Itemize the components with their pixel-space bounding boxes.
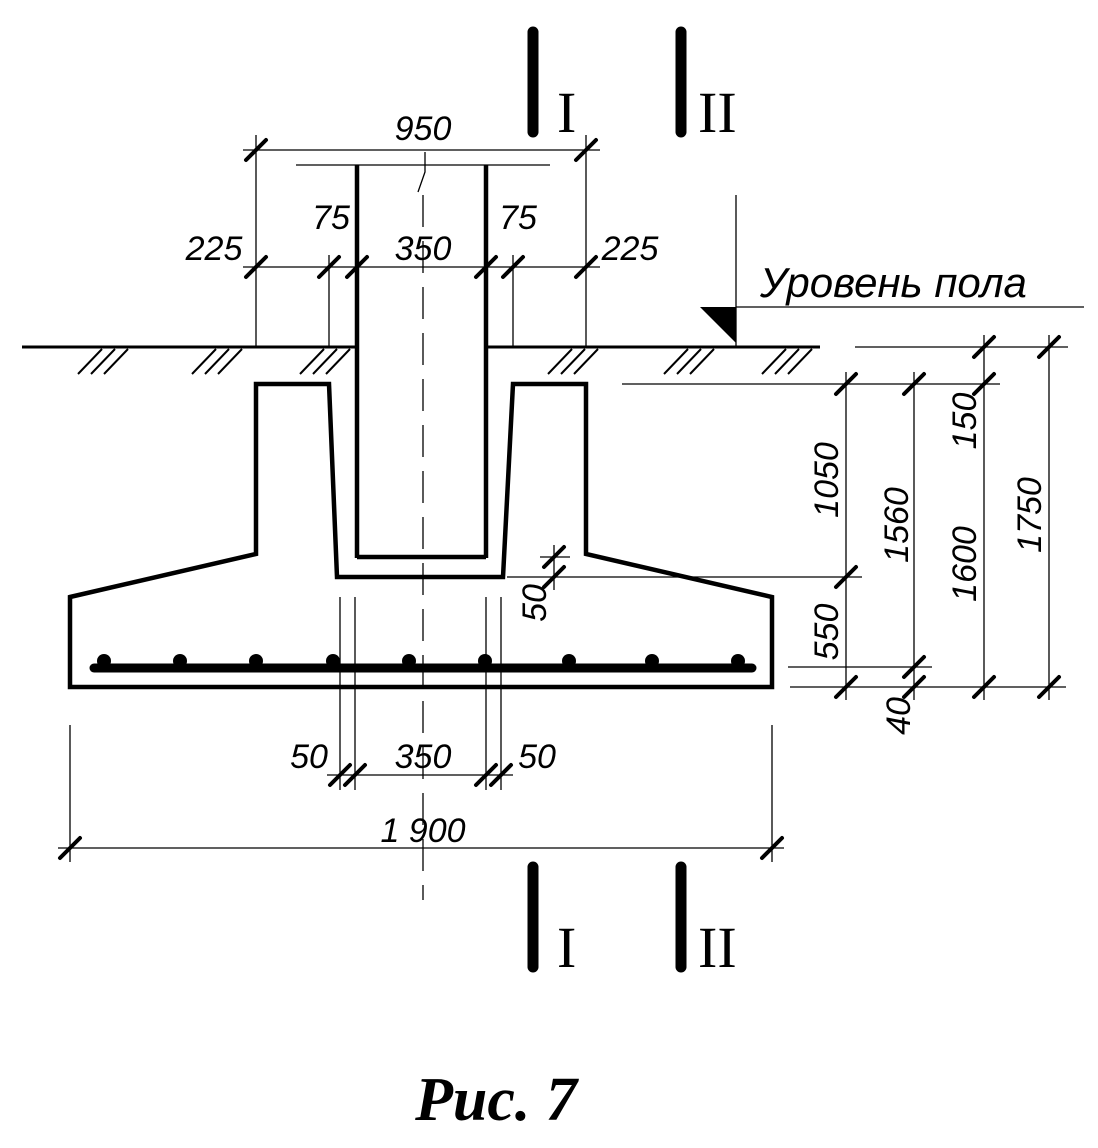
dimension-tick: [574, 138, 598, 162]
hatch-stroke: [325, 348, 351, 375]
column-break-symbol: [417, 152, 426, 193]
section-markers-top: I II: [527, 26, 737, 145]
rebar-dot: [326, 654, 340, 668]
hatch-stroke: [191, 348, 217, 375]
dim-550: 550: [808, 604, 846, 661]
dim-150: 150: [946, 393, 984, 450]
bottom-dimensions: 50 350 50 1 900: [58, 597, 784, 862]
rebar-dot: [562, 654, 576, 668]
dim-40: 40: [880, 697, 918, 735]
section-markers-bottom: I II: [527, 861, 737, 980]
dimension-tick: [1037, 335, 1061, 359]
dimension-tick: [902, 675, 926, 699]
dim-1050: 1050: [808, 442, 846, 518]
dimension-tick: [542, 565, 566, 589]
dimension-tick: [317, 255, 341, 279]
dim-1750: 1750: [1011, 477, 1049, 553]
dimension-tick: [58, 836, 82, 860]
dim-50-bottom-left: 50: [290, 738, 328, 776]
dimension-tick: [489, 763, 513, 787]
ground: [22, 345, 820, 375]
rebar-dot: [173, 654, 187, 668]
dimension-tick: [972, 335, 996, 359]
dim-1560: 1560: [878, 487, 916, 563]
hatch-stroke: [204, 348, 230, 375]
dimension-tick: [834, 372, 858, 396]
hatch-stroke: [90, 348, 116, 375]
rebar-dots: [97, 654, 745, 668]
figure-caption: Рис. 7: [414, 1066, 580, 1134]
rebar-dot: [731, 654, 745, 668]
hatch-stroke: [774, 348, 800, 375]
dim-950: 950: [395, 110, 452, 148]
hatch-stroke: [299, 348, 325, 375]
dim-75-left: 75: [312, 199, 350, 237]
dimension-tick: [328, 763, 352, 787]
dimension-tick: [542, 545, 566, 569]
floor-level-marker: Уровень пола: [700, 195, 1084, 347]
dimension-tick: [343, 763, 367, 787]
dimension-tick: [345, 255, 369, 279]
dim-75-right: 75: [499, 199, 537, 237]
floor-level-label: Уровень пола: [759, 259, 1027, 306]
hatch-stroke: [217, 348, 243, 375]
dimension-tick: [834, 565, 858, 589]
dimension-tick: [902, 372, 926, 396]
hatch-stroke: [787, 348, 813, 375]
column: [296, 152, 550, 560]
dim-350-top: 350: [395, 230, 452, 268]
dimension-tick: [972, 675, 996, 699]
hatch-stroke: [547, 348, 573, 375]
rebar-dot: [249, 654, 263, 668]
rebar-dot: [645, 654, 659, 668]
dim-50-vertical: 50: [516, 584, 554, 622]
hatch-stroke: [560, 348, 586, 375]
hatch-stroke: [689, 348, 715, 375]
hatch-stroke: [77, 348, 103, 375]
hatch-stroke: [573, 348, 599, 375]
section-two-label-top: II: [698, 80, 737, 145]
dimension-tick: [972, 372, 996, 396]
dimension-tick: [501, 255, 525, 279]
top-dimensions: 950 75 75 225 350 225: [185, 110, 659, 347]
dim-50-bottom-right: 50: [518, 738, 556, 776]
hatch-stroke: [663, 348, 689, 375]
dimension-tick: [574, 255, 598, 279]
dim-225-right: 225: [601, 230, 659, 268]
dimension-ticks: [58, 138, 1061, 860]
foundation-outline: [67, 381, 775, 690]
level-triangle-icon: [700, 307, 736, 343]
dimension-tick: [1037, 675, 1061, 699]
dim-1900: 1 900: [380, 812, 465, 850]
dimension-tick: [474, 255, 498, 279]
hatch-stroke: [312, 348, 338, 375]
section-two-label-bottom: II: [698, 915, 737, 980]
dimension-tick: [760, 836, 784, 860]
dimension-tick: [902, 655, 926, 679]
dimension-tick: [244, 255, 268, 279]
ground-hatching: [77, 348, 813, 375]
dim-350-bottom: 350: [395, 738, 452, 776]
rebar-dot: [478, 654, 492, 668]
dimension-tick: [244, 138, 268, 162]
dimension-tick: [474, 763, 498, 787]
hatch-stroke: [103, 348, 129, 375]
section-one-label-bottom: I: [557, 915, 576, 980]
rebar-dot: [402, 654, 416, 668]
vertical-dimensions: 50 1050 550 1560 40 150 1600 1750: [507, 335, 1068, 735]
hatch-stroke: [676, 348, 702, 375]
dimension-tick: [834, 675, 858, 699]
hatch-stroke: [761, 348, 787, 375]
dim-225-left: 225: [185, 230, 243, 268]
dim-1600: 1600: [946, 526, 984, 602]
section-one-label-top: I: [557, 80, 576, 145]
rebar-dot: [97, 654, 111, 668]
